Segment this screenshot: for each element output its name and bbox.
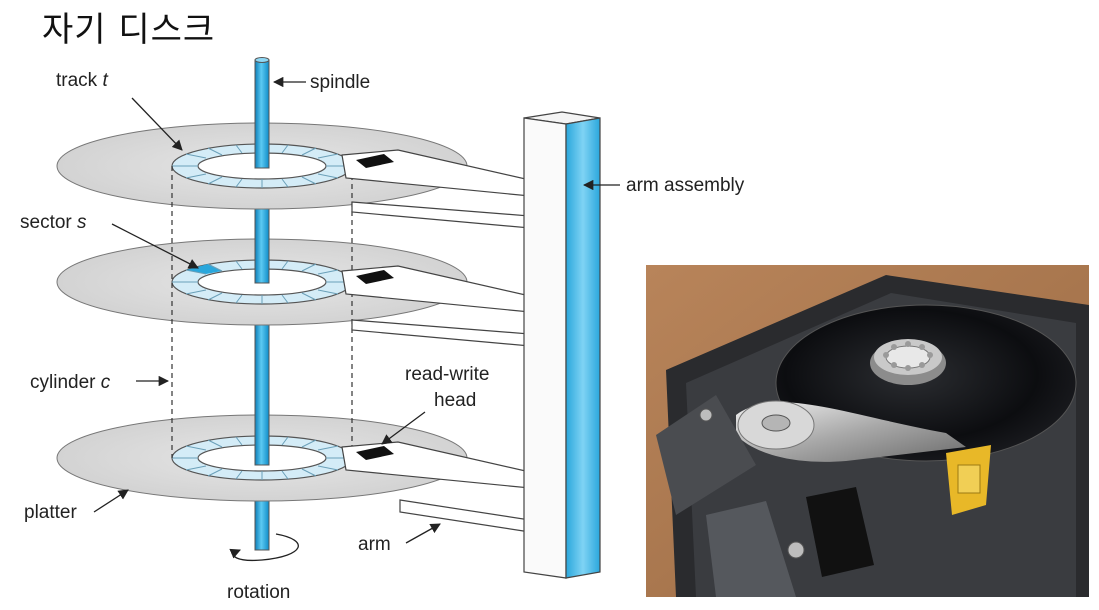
- arm-arrow: [406, 524, 440, 543]
- hdd-photo: [646, 265, 1089, 597]
- label-arm-assembly: arm assembly: [626, 175, 745, 196]
- label-spindle: spindle: [310, 72, 370, 93]
- arm-assembly-column: [524, 112, 600, 578]
- label-cylinder: cylinder c: [30, 372, 111, 393]
- platter-arrow: [94, 490, 128, 512]
- label-sector: sector s: [20, 212, 87, 233]
- spindle-top: [255, 60, 269, 168]
- label-platter: platter: [24, 502, 77, 523]
- label-read-write: read-write: [405, 364, 489, 385]
- label-head: head: [434, 390, 476, 411]
- spindle-lower: [255, 305, 269, 465]
- label-track: track t: [56, 70, 108, 91]
- label-rotation: rotation: [227, 582, 290, 603]
- label-arm: arm: [358, 534, 391, 555]
